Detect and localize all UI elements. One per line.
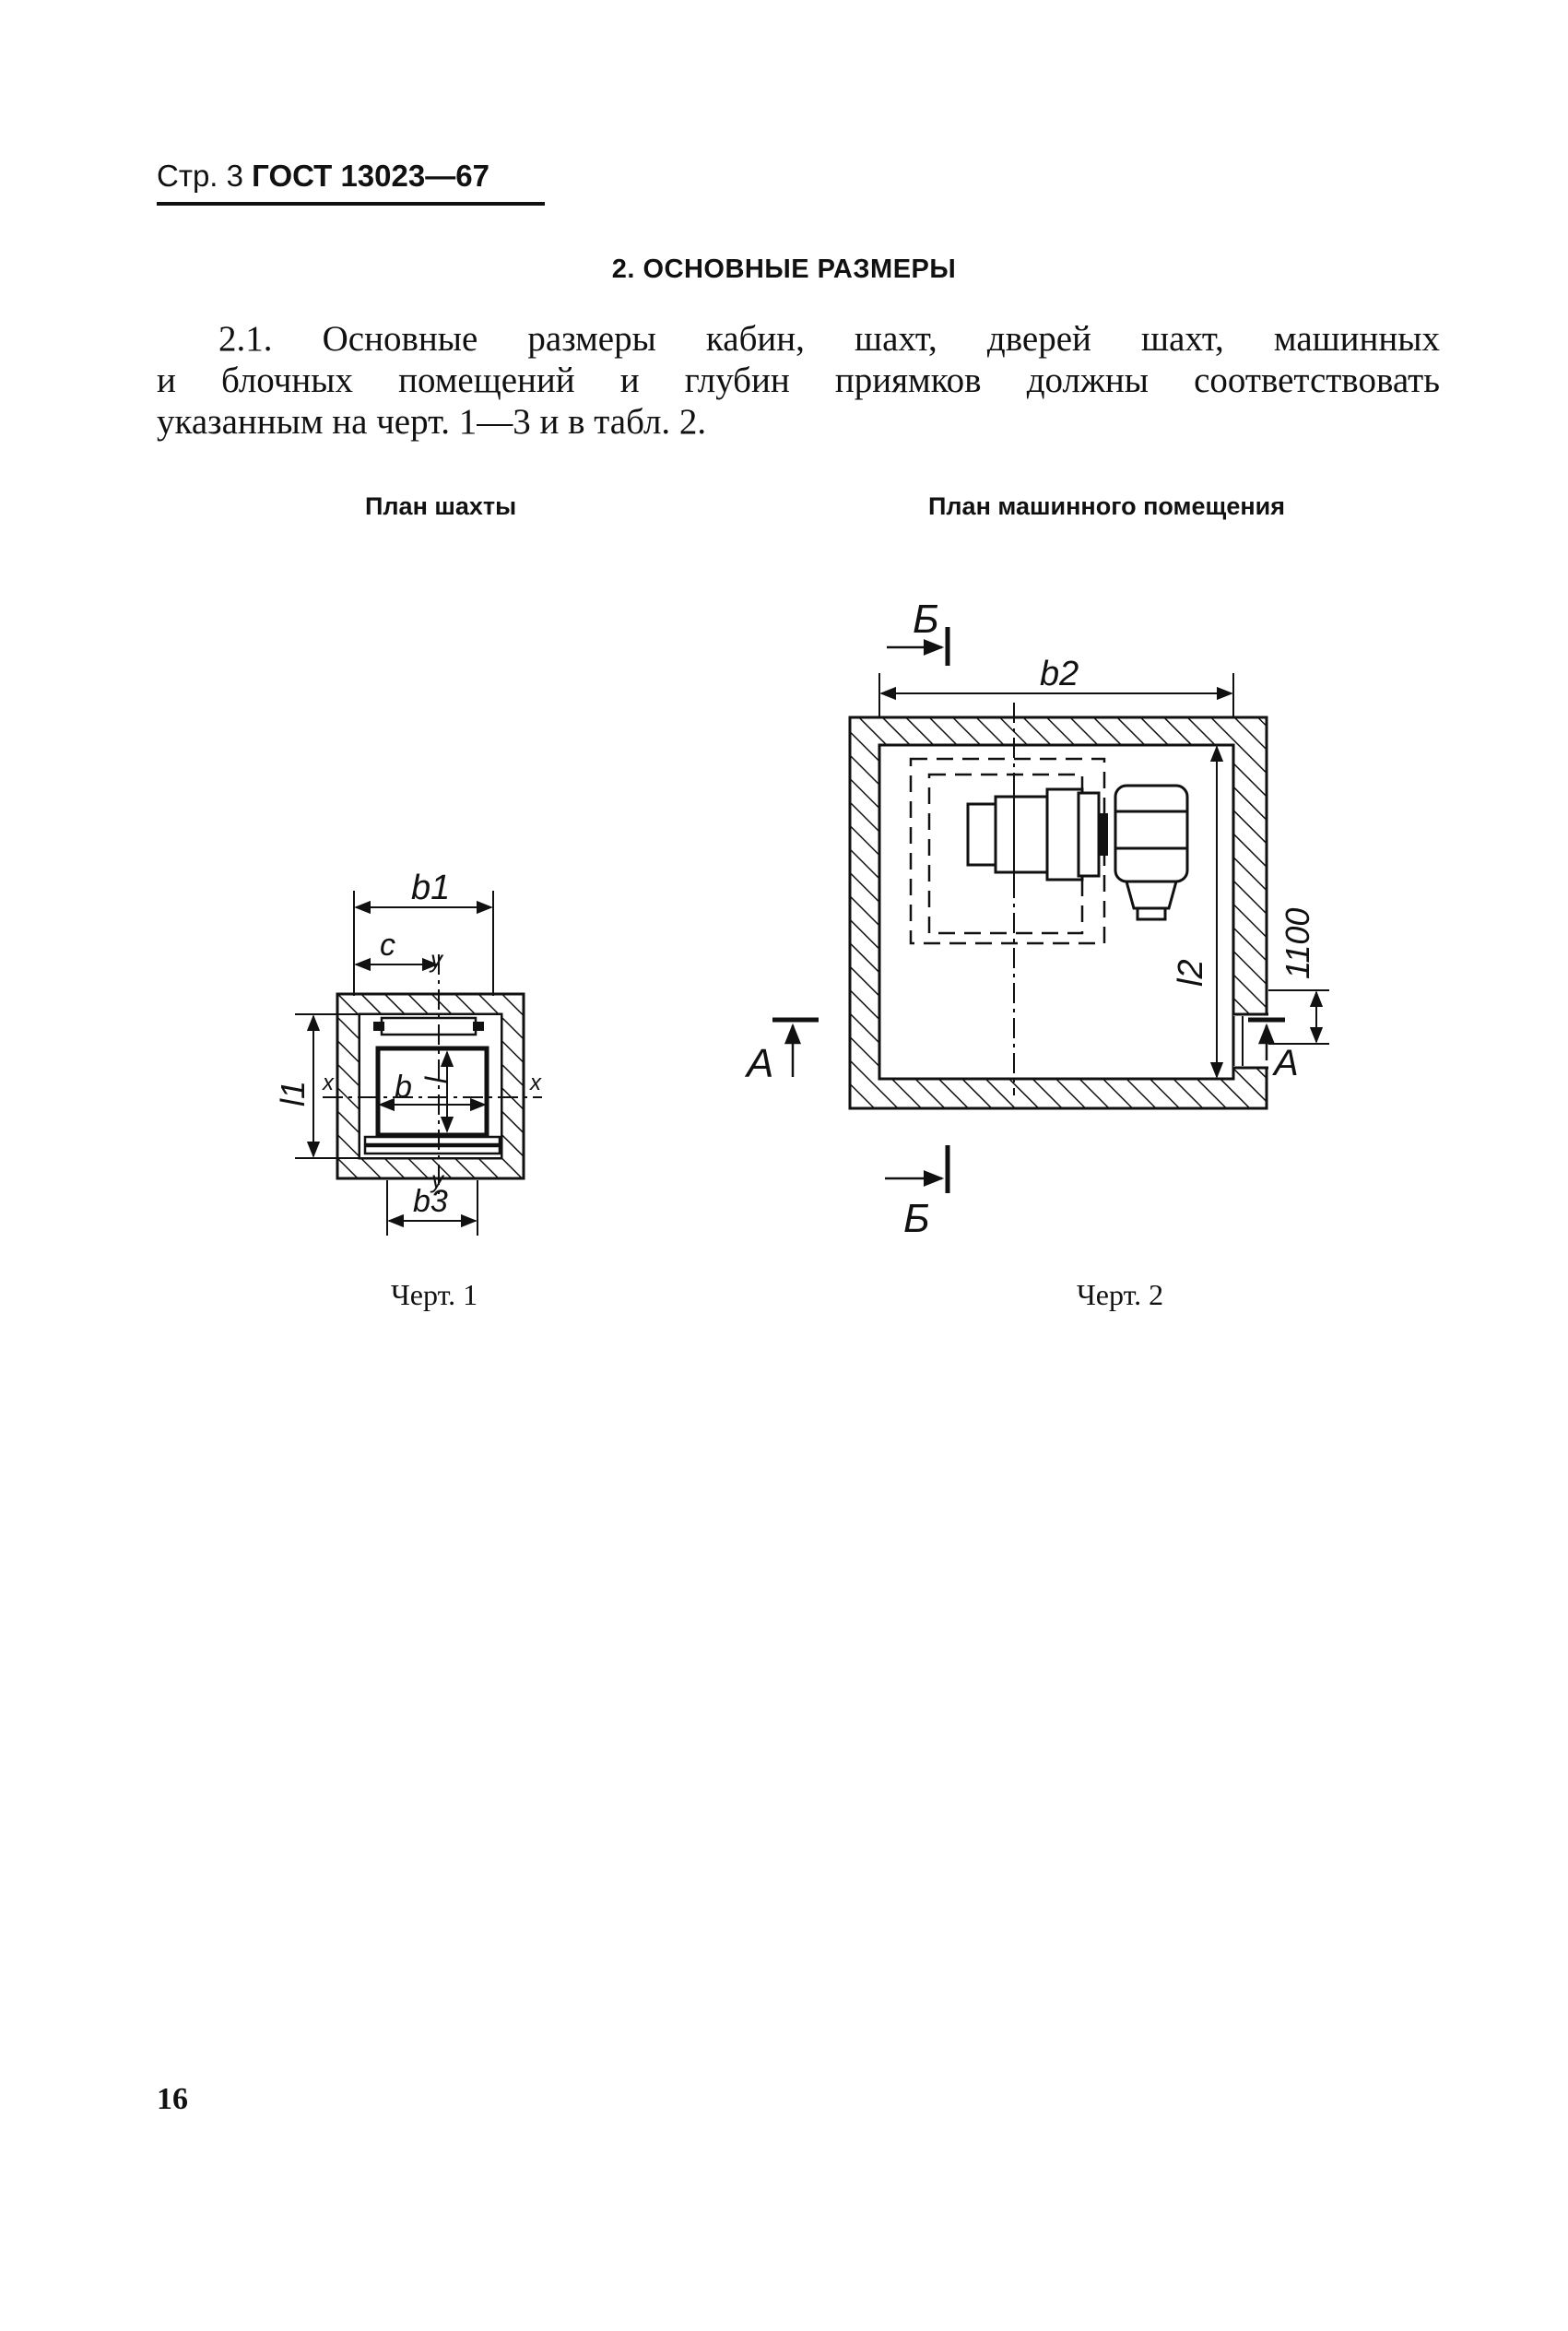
label-section-b-bottom: Б <box>903 1196 930 1241</box>
label-l2: l2 <box>1172 959 1210 987</box>
page-header: Стр. 3 ГОСТ 13023—67 <box>157 159 489 194</box>
label-section-a-left: А <box>744 1041 773 1086</box>
paragraph-2-1: 2.1. Основные размеры кабин, шахт, двере… <box>157 318 1440 443</box>
label-1100: 1100 <box>1279 908 1316 979</box>
figure1-caption: Черт. 1 <box>391 1278 478 1311</box>
label-l: l <box>419 1076 453 1083</box>
paragraph-line-1: 2.1. Основные размеры кабин, шахт, двере… <box>218 319 1440 359</box>
label-section-b-top: Б <box>913 597 939 642</box>
figure1-drawing: b1 c y l1 l b x x y b3 <box>274 869 542 1236</box>
paragraph-line-2: и блочных помещений и глубин приямков до… <box>157 361 1440 400</box>
label-l1: l1 <box>274 1081 312 1106</box>
figure2-drawing: Б Б b2 l2 1100 А А <box>744 597 1329 1241</box>
standard-code: ГОСТ 13023—67 <box>252 159 489 193</box>
label-b3: b3 <box>413 1184 448 1219</box>
paragraph-line-3: указанным на черт. 1—3 и в табл. 2. <box>157 402 707 442</box>
figure2-title: План машинного помещения <box>928 492 1286 520</box>
section-title: 2. ОСНОВНЫЕ РАЗМЕРЫ <box>611 254 957 284</box>
label-x-left: x <box>322 1071 335 1095</box>
page-label: Стр. 3 <box>157 159 243 193</box>
label-c: c <box>380 928 395 963</box>
label-y-bottom: y <box>430 1166 445 1193</box>
label-b: b <box>395 1070 412 1105</box>
figure2-caption: Черт. 2 <box>1077 1278 1164 1311</box>
label-x-right: x <box>529 1071 542 1095</box>
label-b1: b1 <box>411 869 450 907</box>
figure1-title: План шахты <box>365 492 517 520</box>
label-y-top: y <box>429 945 444 973</box>
header-rule <box>157 202 545 206</box>
label-section-a-right: А <box>1272 1043 1299 1083</box>
label-b2: b2 <box>1040 655 1079 693</box>
page-number: 16 <box>157 2082 188 2116</box>
